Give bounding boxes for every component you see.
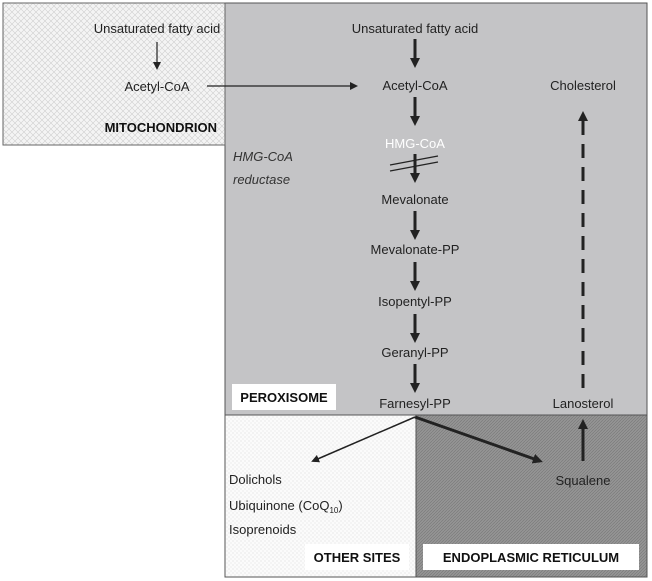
other-sites-label-box — [305, 544, 409, 570]
cholesterol-node: Cholesterol — [550, 78, 616, 93]
ubiquinone-node: Ubiquinone (CoQ10) — [229, 498, 343, 515]
mito-acetyl-coa: Acetyl-CoA — [124, 79, 189, 94]
er-label-box — [423, 544, 639, 570]
peroxisome-region — [224, 2, 648, 416]
er-label: ENDOPLASMIC RETICULUM — [443, 550, 619, 565]
ubiquinone-subscript: 10 — [329, 506, 338, 515]
mitochondrion-label: MITOCHONDRION — [105, 120, 217, 135]
squalene-node: Squalene — [556, 473, 611, 488]
isoprenoids-node: Isoprenoids — [229, 522, 297, 537]
mito-fatty-acid: Unsaturated fatty acid — [94, 21, 220, 36]
pathway-mevalonate: Mevalonate — [381, 192, 448, 207]
enzyme-label-line2: reductase — [233, 172, 290, 187]
pathway-mevalonate-pp: Mevalonate-PP — [371, 242, 460, 257]
pathway-geranyl-pp: Geranyl-PP — [381, 345, 448, 360]
branch-arrow-other — [311, 416, 416, 463]
pathway-isopentyl-pp: Isopentyl-PP — [378, 294, 452, 309]
other-sites-label: OTHER SITES — [314, 550, 401, 565]
mitochondrion-region — [2, 2, 226, 146]
ubiquinone-text: Ubiquinone (CoQ — [229, 498, 329, 513]
peroxisome-label-box — [232, 384, 336, 410]
enzyme-label-line1: HMG-CoA — [233, 149, 293, 164]
pathway-farnesyl-pp: Farnesyl-PP — [379, 396, 451, 411]
inhibition-mark-2 — [389, 161, 439, 172]
pathway-hmg-coa: HMG-CoA — [385, 136, 445, 151]
lanosterol-node: Lanosterol — [553, 396, 614, 411]
branch-arrow-squalene — [414, 415, 543, 464]
peroxisome-label: PEROXISOME — [240, 390, 328, 405]
inhibition-mark-1 — [389, 155, 439, 166]
dolichols-node: Dolichols — [229, 472, 282, 487]
pathway-acetyl-coa: Acetyl-CoA — [382, 78, 447, 93]
pathway-fatty-acid: Unsaturated fatty acid — [352, 21, 478, 36]
ubiquinone-close: ) — [338, 498, 342, 513]
